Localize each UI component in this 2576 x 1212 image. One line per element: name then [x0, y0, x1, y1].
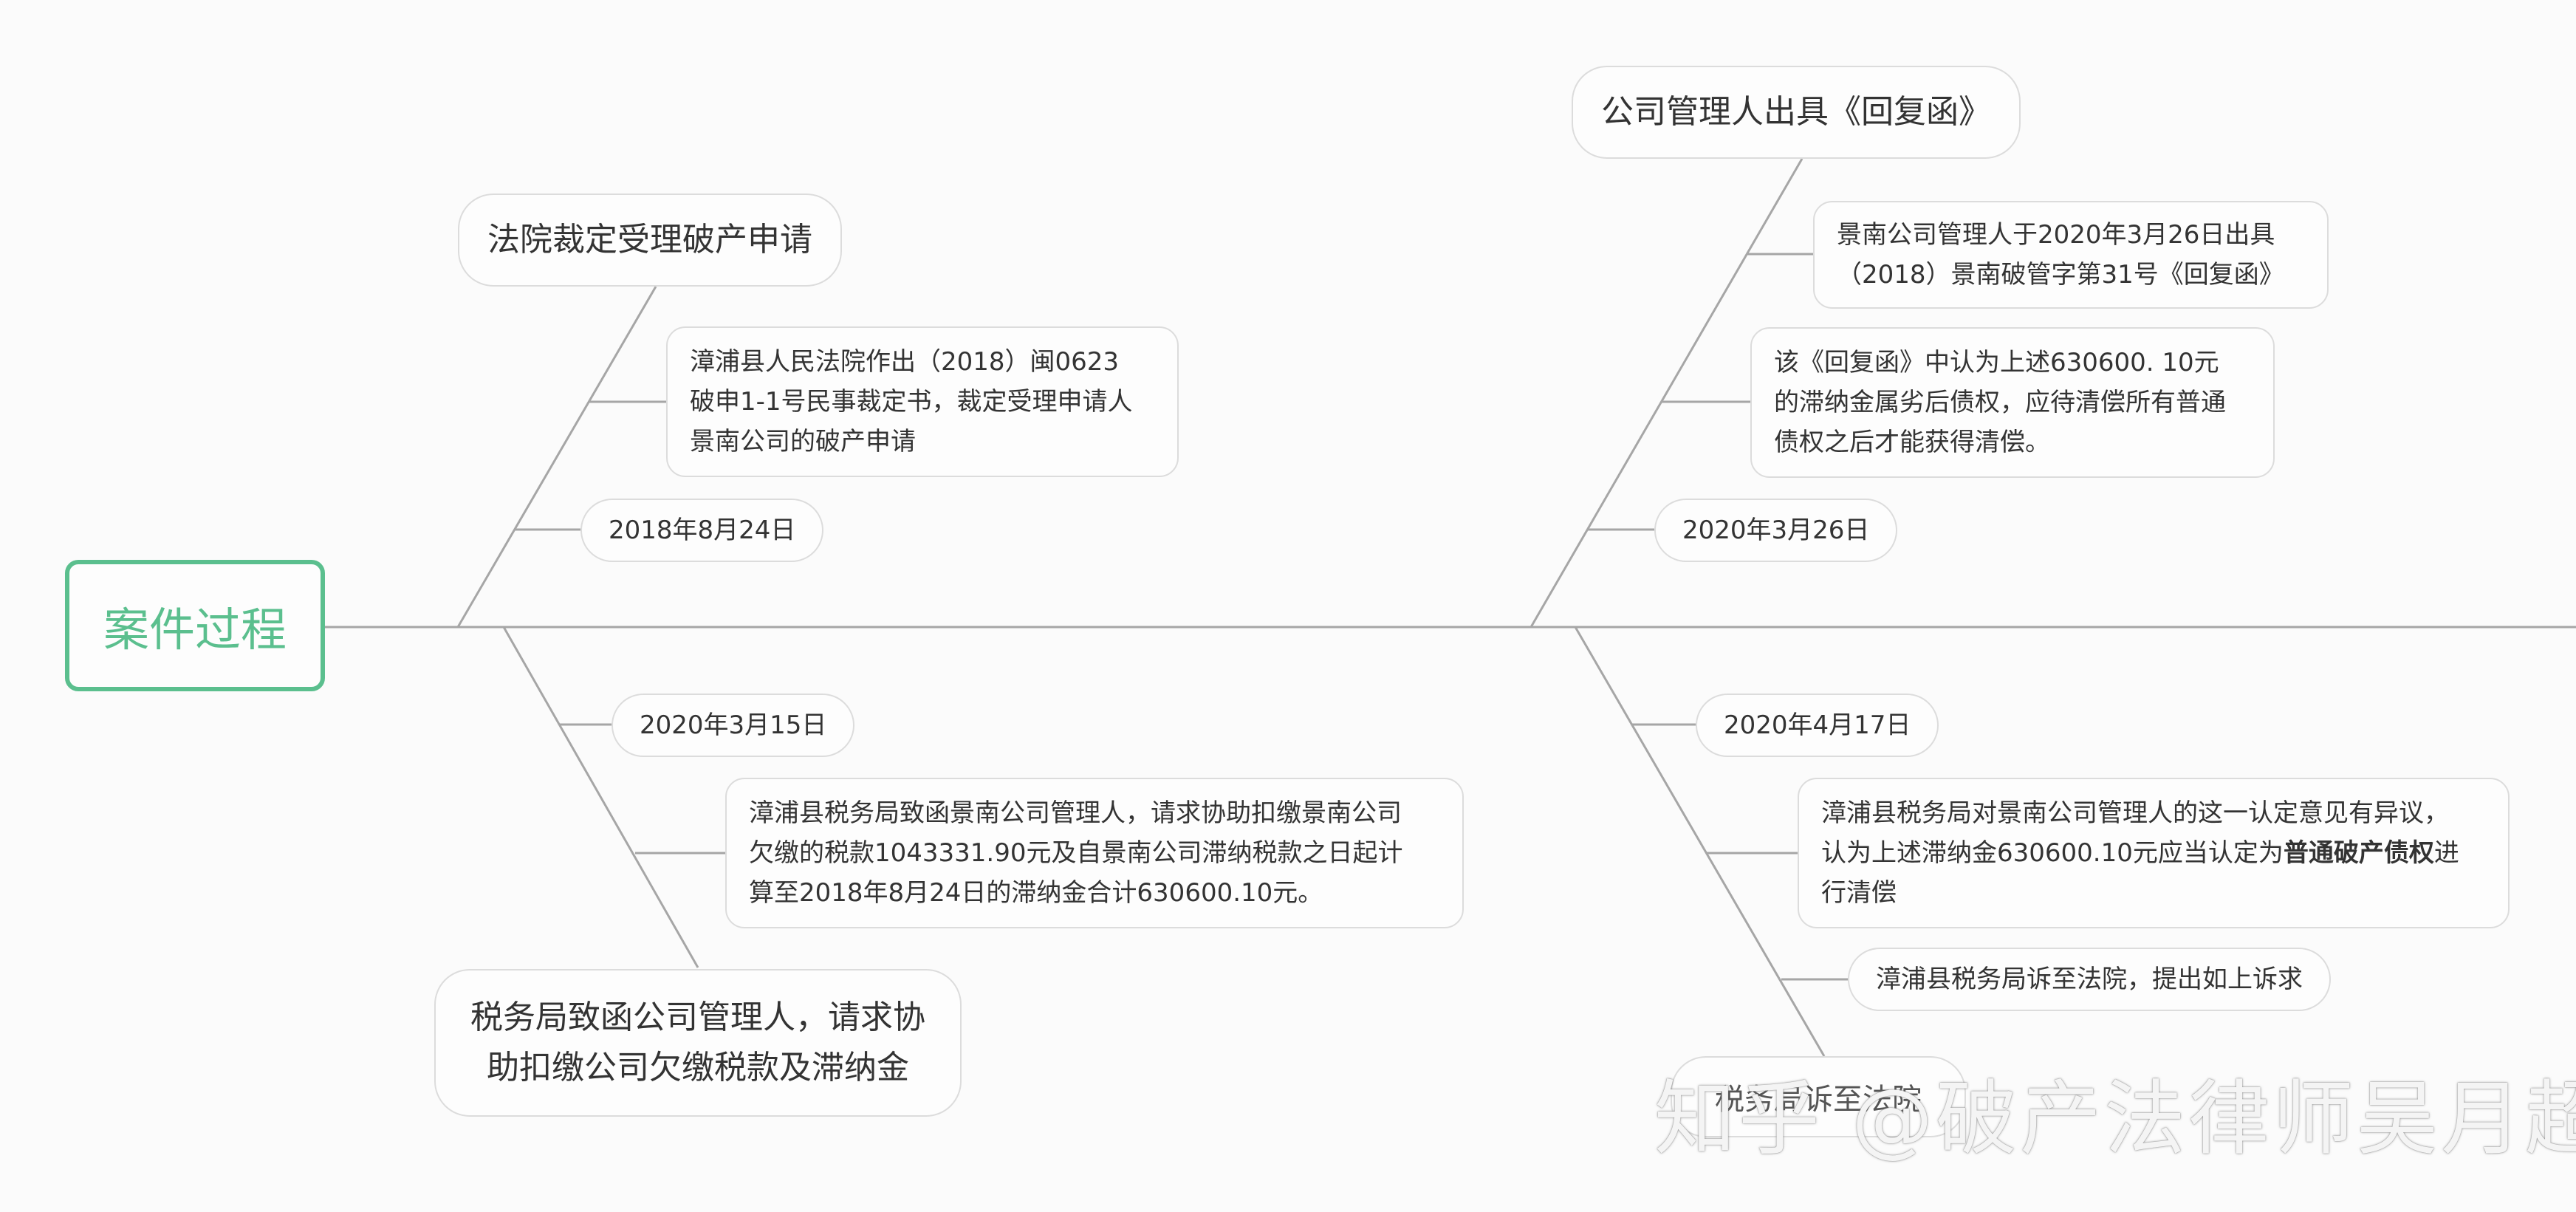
detail-line: 破申1-1号民事裁定书，裁定受理申请人 [690, 387, 1133, 417]
bold-term: 普通破产债权 [2283, 838, 2434, 868]
branch-3-detail-1[interactable]: 景南公司管理人于2020年3月26日出具 （2018）景南破管字第31号《回复函… [1813, 201, 2329, 309]
detail-line: 景南公司管理人于2020年3月26日出具 [1837, 220, 2275, 250]
detail-line: 认为上述滞纳金630600.10元应当认定为普通破产债权进 [1821, 833, 2459, 873]
detail-text: 认为上述滞纳金630600.10元应当认定为 [1821, 838, 2284, 868]
branch-1-date[interactable]: 2018年8月24日 [580, 499, 824, 562]
detail-line: 算至2018年8月24日的滞纳金合计630600.10元。 [749, 878, 1323, 908]
title-line: 助扣缴公司欠缴税款及滞纳金 [487, 1049, 909, 1086]
detail-line: 景南公司的破产申请 [690, 427, 916, 456]
detail-line: 的滞纳金属劣后债权，应待清偿所有普通 [1774, 388, 2226, 417]
branch-4-detail[interactable]: 漳浦县税务局对景南公司管理人的这一认定意见有异议， 认为上述滞纳金630600.… [1798, 778, 2510, 928]
detail-line: 该《回复函》中认为上述630600. 10元 [1774, 348, 2219, 377]
branch-2-line [502, 626, 699, 968]
branch-4-line [1574, 626, 1826, 1057]
branch-4-title[interactable]: 税务局诉至法院 [1671, 1056, 1966, 1137]
branch-3-detail-2[interactable]: 该《回复函》中认为上述630600. 10元 的滞纳金属劣后债权，应待清偿所有普… [1750, 327, 2275, 478]
branch-3-title[interactable]: 公司管理人出具《回复函》 [1572, 66, 2021, 159]
detail-line: 漳浦县税务局对景南公司管理人的这一认定意见有异议， [1821, 798, 2449, 828]
branch-2-detail[interactable]: 漳浦县税务局致函景南公司管理人，请求协助扣缴景南公司 欠缴的税款1043331.… [725, 778, 1464, 928]
detail-line: （2018）景南破管字第31号《回复函》 [1837, 260, 2284, 290]
branch-1-detail[interactable]: 漳浦县人民法院作出（2018）闽0623 破申1-1号民事裁定书，裁定受理申请人… [666, 326, 1179, 477]
branch-4-date[interactable]: 2020年4月17日 [1696, 694, 1939, 757]
detail-line: 漳浦县人民法院作出（2018）闽0623 [690, 347, 1120, 377]
watermark-text: 知乎 @破产法律师吴月超 [1654, 1072, 2576, 1166]
branch-2-title[interactable]: 税务局致函公司管理人，请求协 助扣缴公司欠缴税款及滞纳金 [434, 969, 962, 1117]
branch-1-title[interactable]: 法院裁定受理破产申请 [458, 194, 842, 287]
detail-line: 债权之后才能获得清偿。 [1774, 428, 2050, 457]
detail-line: 行清偿 [1821, 878, 1897, 908]
root-node[interactable]: 案件过程 [65, 560, 325, 691]
branch-2-date[interactable]: 2020年3月15日 [612, 694, 855, 757]
detail-line: 漳浦县税务局致函景南公司管理人，请求协助扣缴景南公司 [749, 798, 1402, 828]
detail-text: 进 [2433, 838, 2459, 868]
detail-line: 欠缴的税款1043331.90元及自景南公司滞纳税款之日起计 [749, 838, 1403, 868]
branch-1-line [456, 286, 657, 628]
branch-3-date[interactable]: 2020年3月26日 [1654, 499, 1898, 562]
title-line: 税务局致函公司管理人，请求协 [470, 999, 925, 1036]
branch-3-line [1530, 158, 1803, 628]
branch-4-lawsuit[interactable]: 漳浦县税务局诉至法院，提出如上诉求 [1848, 948, 2331, 1011]
